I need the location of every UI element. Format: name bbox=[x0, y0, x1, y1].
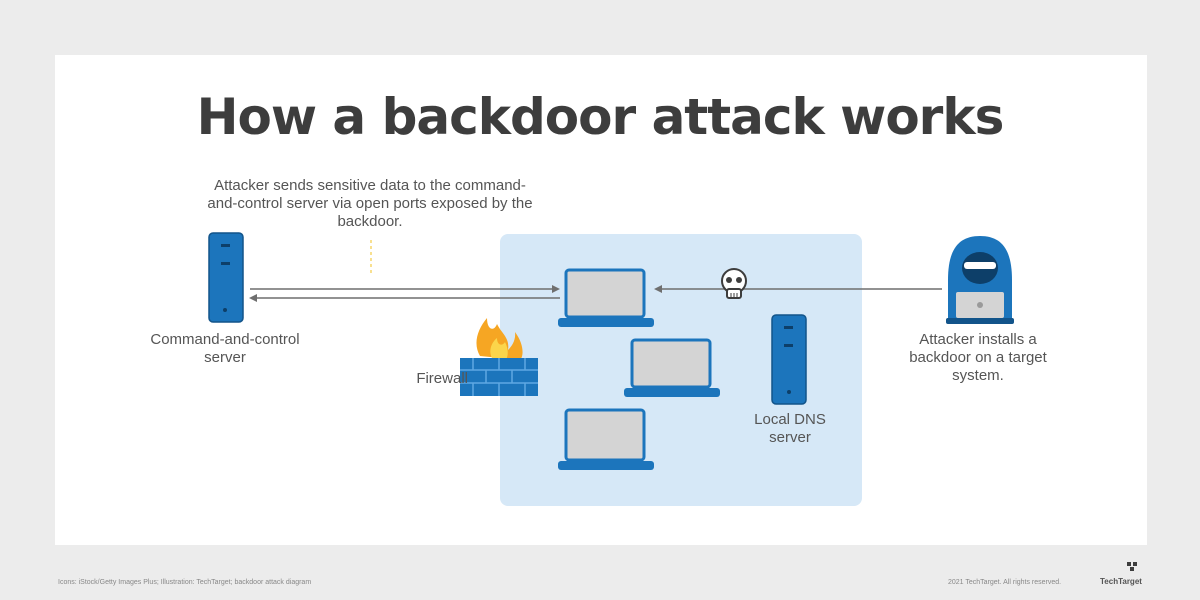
firewall-label: Firewall bbox=[416, 370, 468, 387]
laptop-icon bbox=[558, 268, 654, 327]
laptop-icon bbox=[624, 338, 720, 397]
attacker-label: Attacker installs a backdoor on a target… bbox=[909, 331, 1047, 384]
dns-server-icon bbox=[771, 314, 807, 405]
footer-credits: Icons: iStock/Getty Images Plus; Illustr… bbox=[58, 579, 312, 586]
exfiltration-note: Attacker sends sensitive data to the com… bbox=[207, 177, 533, 230]
cc-server-label: Command-and-control server bbox=[150, 331, 300, 366]
hacker-icon bbox=[946, 236, 1014, 324]
diagram-title: How a backdoor attack works bbox=[196, 88, 1005, 146]
arrow-head-attacker bbox=[654, 285, 662, 293]
skull-icon bbox=[721, 268, 747, 299]
footer-copyright: 2021 TechTarget. All rights reserved. bbox=[948, 579, 1062, 586]
footer-brand: TechTarget bbox=[1100, 577, 1142, 586]
arrow-head-to-server bbox=[249, 294, 257, 302]
arrow-head-to-laptop bbox=[552, 285, 560, 293]
firewall-icon bbox=[460, 318, 538, 396]
laptop-icon bbox=[558, 408, 654, 470]
brand-logo-icon bbox=[1127, 562, 1137, 571]
dns-server-label: Local DNS server bbox=[754, 411, 826, 446]
server-icon bbox=[208, 232, 244, 323]
